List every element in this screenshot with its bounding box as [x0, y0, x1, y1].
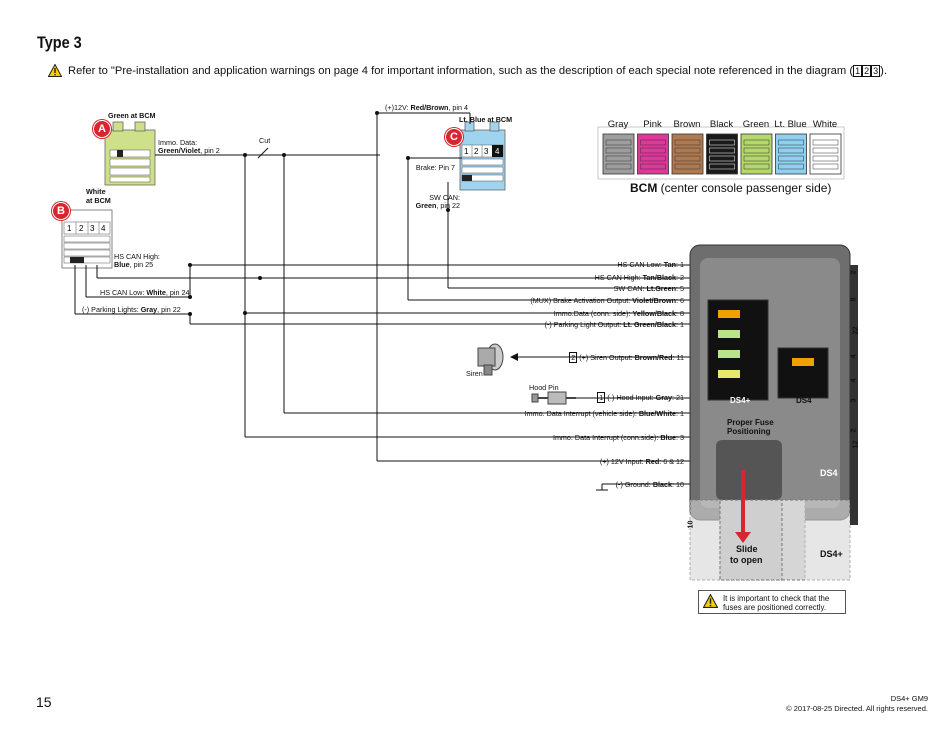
module-wire-label: (-) Parking Light Output: Lt. Green/Blac…: [544, 320, 684, 329]
connector-c-title: Lt. Blue at BCM: [459, 115, 513, 124]
svg-text:4: 4: [101, 224, 106, 233]
note-ref-2: 2: [862, 65, 872, 77]
port-label: 4: [848, 354, 858, 359]
important-note: It is important to check that the fuses …: [698, 590, 846, 614]
module-wire-label: Immo.Data (conn. side): Yellow/Black: 8: [553, 309, 684, 318]
connector-b-badge: B: [52, 202, 70, 220]
hs-high-b-label2: Blue, pin 25: [114, 260, 154, 269]
module-wire-label: 1(-) Hood Input: Gray: 21: [597, 392, 684, 403]
port-label: 2: [848, 428, 858, 433]
bcm-connector-white: [809, 133, 842, 175]
bcm-connector-gray: [602, 133, 635, 175]
svg-text:4: 4: [495, 147, 500, 156]
connector-b: 1 2 3 4: [61, 209, 113, 269]
port-label: 3: [848, 398, 858, 403]
bcm-connector-pink: [637, 133, 669, 175]
slide-label1: Slide: [736, 544, 758, 554]
ds4-module: [689, 244, 858, 581]
svg-text:1: 1: [67, 224, 72, 233]
siren-icon: [477, 343, 504, 376]
ds4plus-label: DS4+: [820, 549, 843, 559]
svg-text:3: 3: [90, 224, 95, 233]
svg-text:3: 3: [484, 147, 489, 156]
module-wire-label: 2(+) Siren Output: Brown/Red: 11: [569, 352, 684, 363]
connector-a: [104, 121, 156, 186]
bcm-color-label: Black: [709, 119, 734, 130]
port-label: 2: [848, 270, 858, 275]
proper-fuse-label2: Positioning: [727, 427, 771, 436]
ds4plus-fuse-label: DS4+: [730, 396, 751, 405]
proper-fuse-label1: Proper Fuse: [727, 418, 774, 427]
connector-b-title1: White: [86, 187, 106, 196]
connector-a-title: Green at BCM: [108, 111, 156, 120]
bcm-color-label: White: [812, 119, 838, 130]
bcm-color-label: Brown: [673, 119, 701, 130]
bcm-connector-black: [706, 133, 738, 175]
port-label: 12: [850, 440, 860, 449]
port-label: 8: [848, 297, 858, 302]
siren-label: Siren: [466, 369, 483, 378]
port-label: 4: [848, 378, 858, 383]
module-wire-label: Immo. Data Interrupt (conn.side): Blue: …: [552, 433, 684, 442]
immo-data-a-label: Immo. Data:: [158, 138, 198, 147]
note-end: ).: [880, 65, 887, 77]
ds4-fuse-label: DS4: [796, 396, 812, 405]
svg-text:2: 2: [79, 224, 84, 233]
connector-c: 1 2 3 4: [459, 121, 506, 191]
connector-c-badge: C: [445, 128, 463, 146]
hs-high-b-label1: HS CAN High:: [114, 252, 160, 261]
footer: DS4+ GM9 © 2017-08-25 Directed. All righ…: [786, 694, 928, 713]
warning-note: Refer to "Pre-installation and applicati…: [47, 63, 887, 80]
bcm-color-label: Green: [742, 119, 770, 130]
slide-label2: to open: [730, 555, 763, 565]
connector-a-badge: A: [93, 120, 111, 138]
module-wire-label: Immo. Data Interrupt (vehicle side): Blu…: [524, 409, 684, 418]
plus12v-top-label: (+)12V: Red/Brown, pin 4: [385, 103, 469, 112]
bcm-color-label: Lt. Blue: [774, 119, 807, 130]
bcm-color-label: Gray: [607, 119, 629, 130]
swcan-c-label1: SW CAN:: [429, 193, 460, 202]
bcm-color-label: Pink: [643, 119, 662, 130]
module-wire-label: (+) 12V Input: Red: 6 & 12: [599, 457, 684, 466]
bcm-connector-lt-blue: [775, 133, 807, 175]
hood-pin-icon: [531, 391, 576, 405]
hood-pin-label: Hood Pin: [529, 383, 559, 392]
module-wire-label: HS CAN Low: Tan: 1: [617, 260, 684, 269]
port-label: 22: [850, 326, 860, 335]
svg-text:1: 1: [464, 147, 469, 156]
note-ref-3: 3: [871, 65, 881, 77]
cut-label: Cut: [259, 136, 271, 145]
bcm-connector-green: [740, 133, 773, 175]
module-wire-label: (-) Ground: Black: 10: [615, 480, 684, 489]
svg-text:2: 2: [474, 147, 479, 156]
bcm-connectors-strip: [597, 126, 845, 180]
bcm-connector-brown: [671, 133, 704, 175]
swcan-c-label2: Green, pin 22: [415, 201, 460, 210]
module-wire-label: SW CAN: Lt.Green: 5: [613, 284, 684, 293]
connector-b-title2: at BCM: [86, 196, 111, 205]
warning-icon: [702, 593, 719, 610]
hs-low-b-label: HS CAN Low: White, pin 24: [100, 288, 190, 297]
ds4-label: DS4: [820, 468, 838, 478]
park-b-label: (-) Parking Lights: Gray, pin 22: [82, 305, 181, 314]
brake-c-label: Brake: Pin 7: [415, 163, 455, 172]
page-number: 15: [36, 694, 52, 710]
module-wire-label: (MUX) Brake Activation Output: Violet/Br…: [530, 296, 684, 305]
page-title: Type 3: [37, 33, 82, 52]
warning-icon: [47, 63, 63, 80]
port-label: 10: [685, 520, 695, 529]
note-ref-1: 1: [853, 65, 863, 77]
note-text: Refer to "Pre-installation and applicati…: [68, 65, 854, 77]
module-wire-label: HS CAN High: Tan/Black: 2: [594, 273, 684, 282]
bcm-caption: BCM (center console passenger side): [630, 181, 832, 195]
immo-data-a-label2: Green/Violet, pin 2: [158, 146, 220, 155]
